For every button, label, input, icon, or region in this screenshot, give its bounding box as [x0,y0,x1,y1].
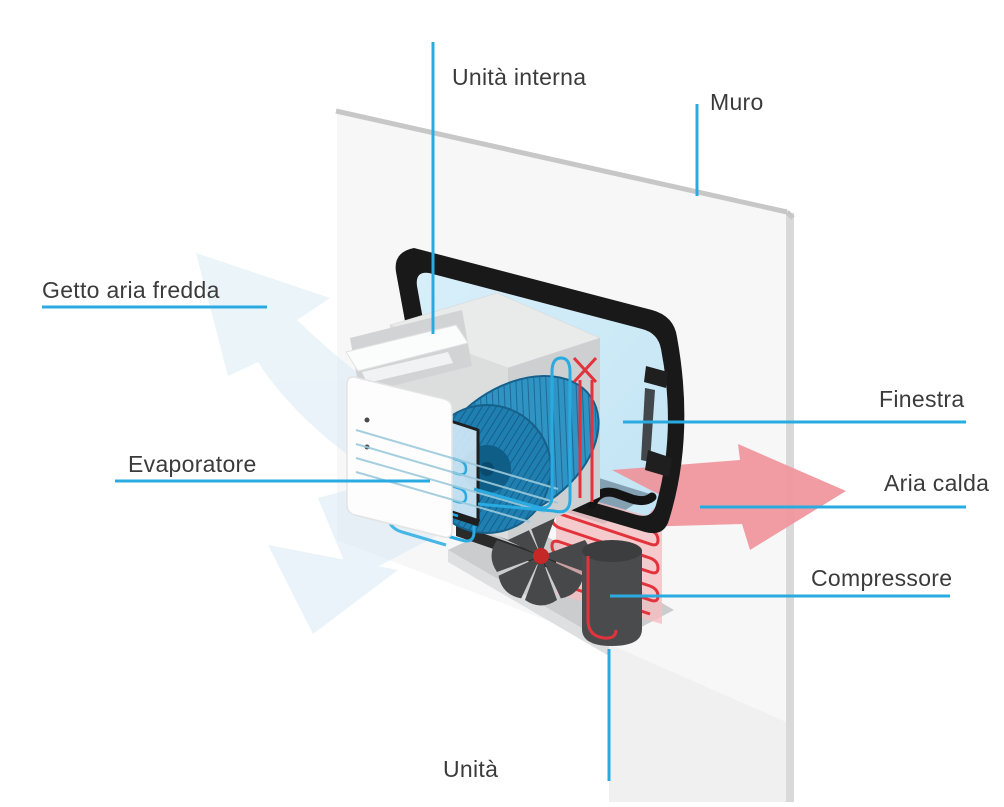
label-unita-interna: Unità interna [452,64,587,90]
compressor [582,540,642,646]
air-deflector-flap-2 [362,352,453,383]
label-aria-calda: Aria calda [884,470,990,496]
window-latch-hardware [641,366,672,477]
air-deflector-flap [345,324,469,372]
label-muro: Muro [710,89,764,115]
compressor-pipe [586,556,618,640]
sill-front-edge [448,550,609,656]
label-compressore: Compressore [811,565,953,591]
label-evaporatore: Evaporatore [128,451,257,477]
refrigerant-pipes [473,356,598,514]
label-finestra: Finestra [879,386,965,412]
cold-pipe-hairpin [550,356,572,499]
hot-pipe [572,356,598,502]
sill-shadow [609,644,786,802]
window-frame [395,248,685,534]
wall-corner-edge [785,210,795,220]
fan-hub [533,548,549,564]
leader-lines [42,42,966,781]
label-getto-aria-fredda: Getto aria fredda [42,277,220,303]
wall-top-edge [335,108,788,215]
indoor-unit [345,292,601,547]
louver-lines [355,429,559,523]
label-unita: Unità [443,756,499,782]
